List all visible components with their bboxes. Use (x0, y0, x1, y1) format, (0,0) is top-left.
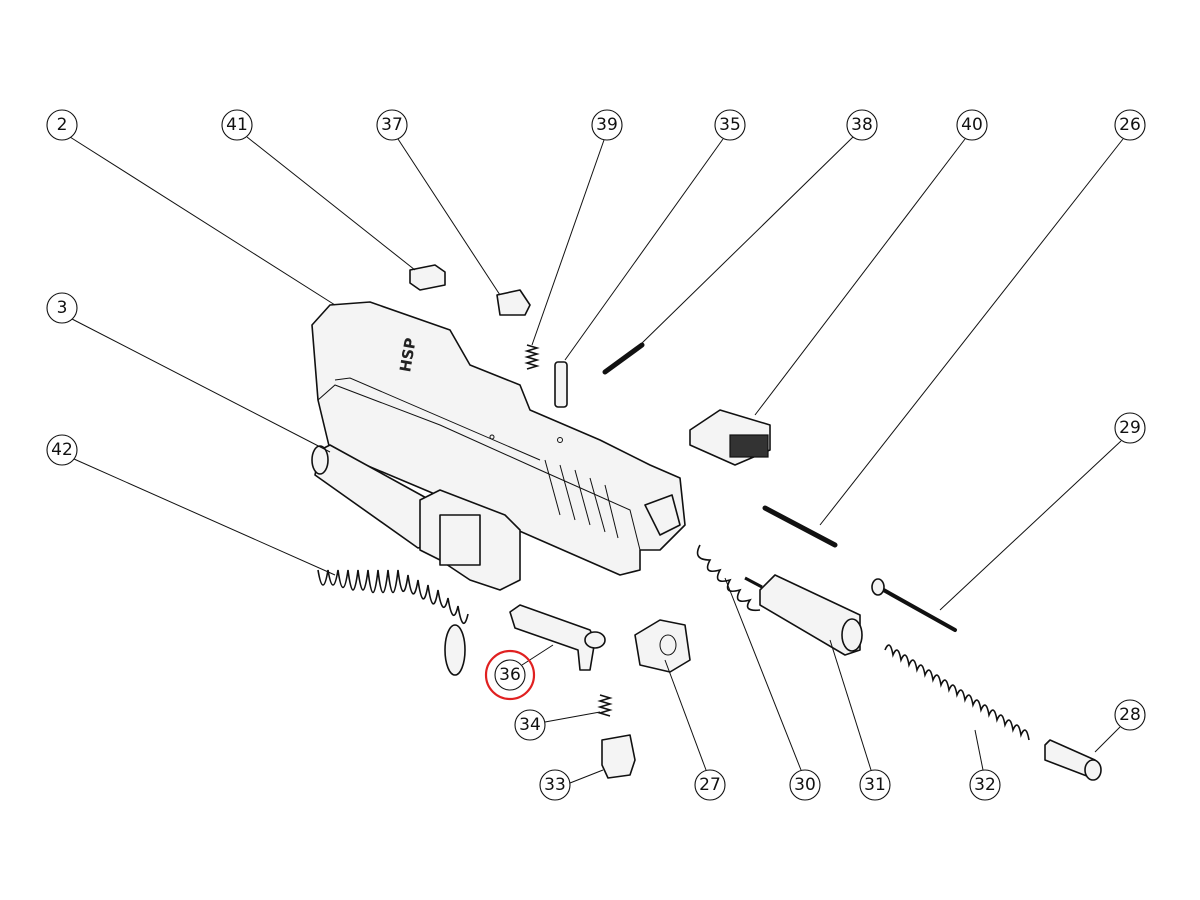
part-28 (1044, 739, 1102, 781)
highlight-ring (484, 649, 536, 701)
callout-label: 39 (596, 115, 618, 135)
callout-label: 29 (1119, 418, 1141, 438)
callout-38: 38 (639, 109, 878, 346)
callout-28: 28 (1094, 699, 1146, 753)
callout-label: 34 (519, 715, 541, 735)
callout-32: 32 (969, 729, 1001, 801)
callout-39: 39 (531, 109, 623, 346)
part-39-spring (524, 344, 540, 370)
callout-label: 35 (719, 115, 741, 135)
part-slide: HSP (311, 301, 686, 576)
callout-37: 37 (376, 109, 501, 296)
part-40-pin (762, 505, 838, 548)
callout-29: 29 (939, 412, 1146, 611)
callout-27: 27 (664, 659, 726, 801)
slide-marking: HSP (396, 337, 420, 374)
callout-label: 42 (51, 440, 73, 460)
callout-label: 3 (57, 298, 68, 318)
callout-label: 36 (499, 665, 521, 685)
callout-36-highlighted: 36 (484, 644, 554, 701)
part-recoil-spring (317, 569, 469, 676)
callout-label: 37 (381, 115, 403, 135)
part-27 (634, 619, 691, 673)
callout-34: 34 (514, 709, 601, 741)
callout-2: 2 (46, 109, 336, 306)
callout-label: 2 (57, 115, 68, 135)
part-38-pin (602, 342, 645, 375)
callout-label: 33 (544, 775, 566, 795)
part-35-pin (554, 361, 568, 408)
part-rear-sight (689, 409, 771, 466)
part-34-spring (597, 694, 613, 717)
callout-label: 38 (851, 115, 873, 135)
callout-label: 31 (864, 775, 886, 795)
part-31-striker (744, 574, 863, 656)
part-barrel (311, 444, 521, 591)
callout-42: 42 (46, 434, 336, 576)
part-37 (496, 289, 531, 316)
callout-label: 32 (974, 775, 996, 795)
callout-label: 26 (1119, 115, 1141, 135)
callout-26: 26 (819, 109, 1146, 526)
callout-30: 30 (724, 577, 821, 801)
callout-3: 3 (46, 292, 331, 453)
callout-label: 30 (794, 775, 816, 795)
callout-31: 31 (829, 639, 891, 801)
part-32-spring (884, 644, 1030, 741)
part-30-spring (696, 544, 761, 612)
callout-41: 41 (221, 109, 416, 271)
callout-label: 28 (1119, 705, 1141, 725)
callout-label: 27 (699, 775, 721, 795)
part-41 (409, 264, 446, 291)
part-29-guide-rod (871, 578, 957, 632)
callout-35: 35 (564, 109, 746, 361)
callout-40: 40 (754, 109, 988, 416)
callout-label: 40 (961, 115, 983, 135)
callout-label: 41 (226, 115, 248, 135)
part-extractor (509, 604, 606, 671)
part-33 (601, 734, 636, 779)
callout-33: 33 (539, 769, 604, 801)
